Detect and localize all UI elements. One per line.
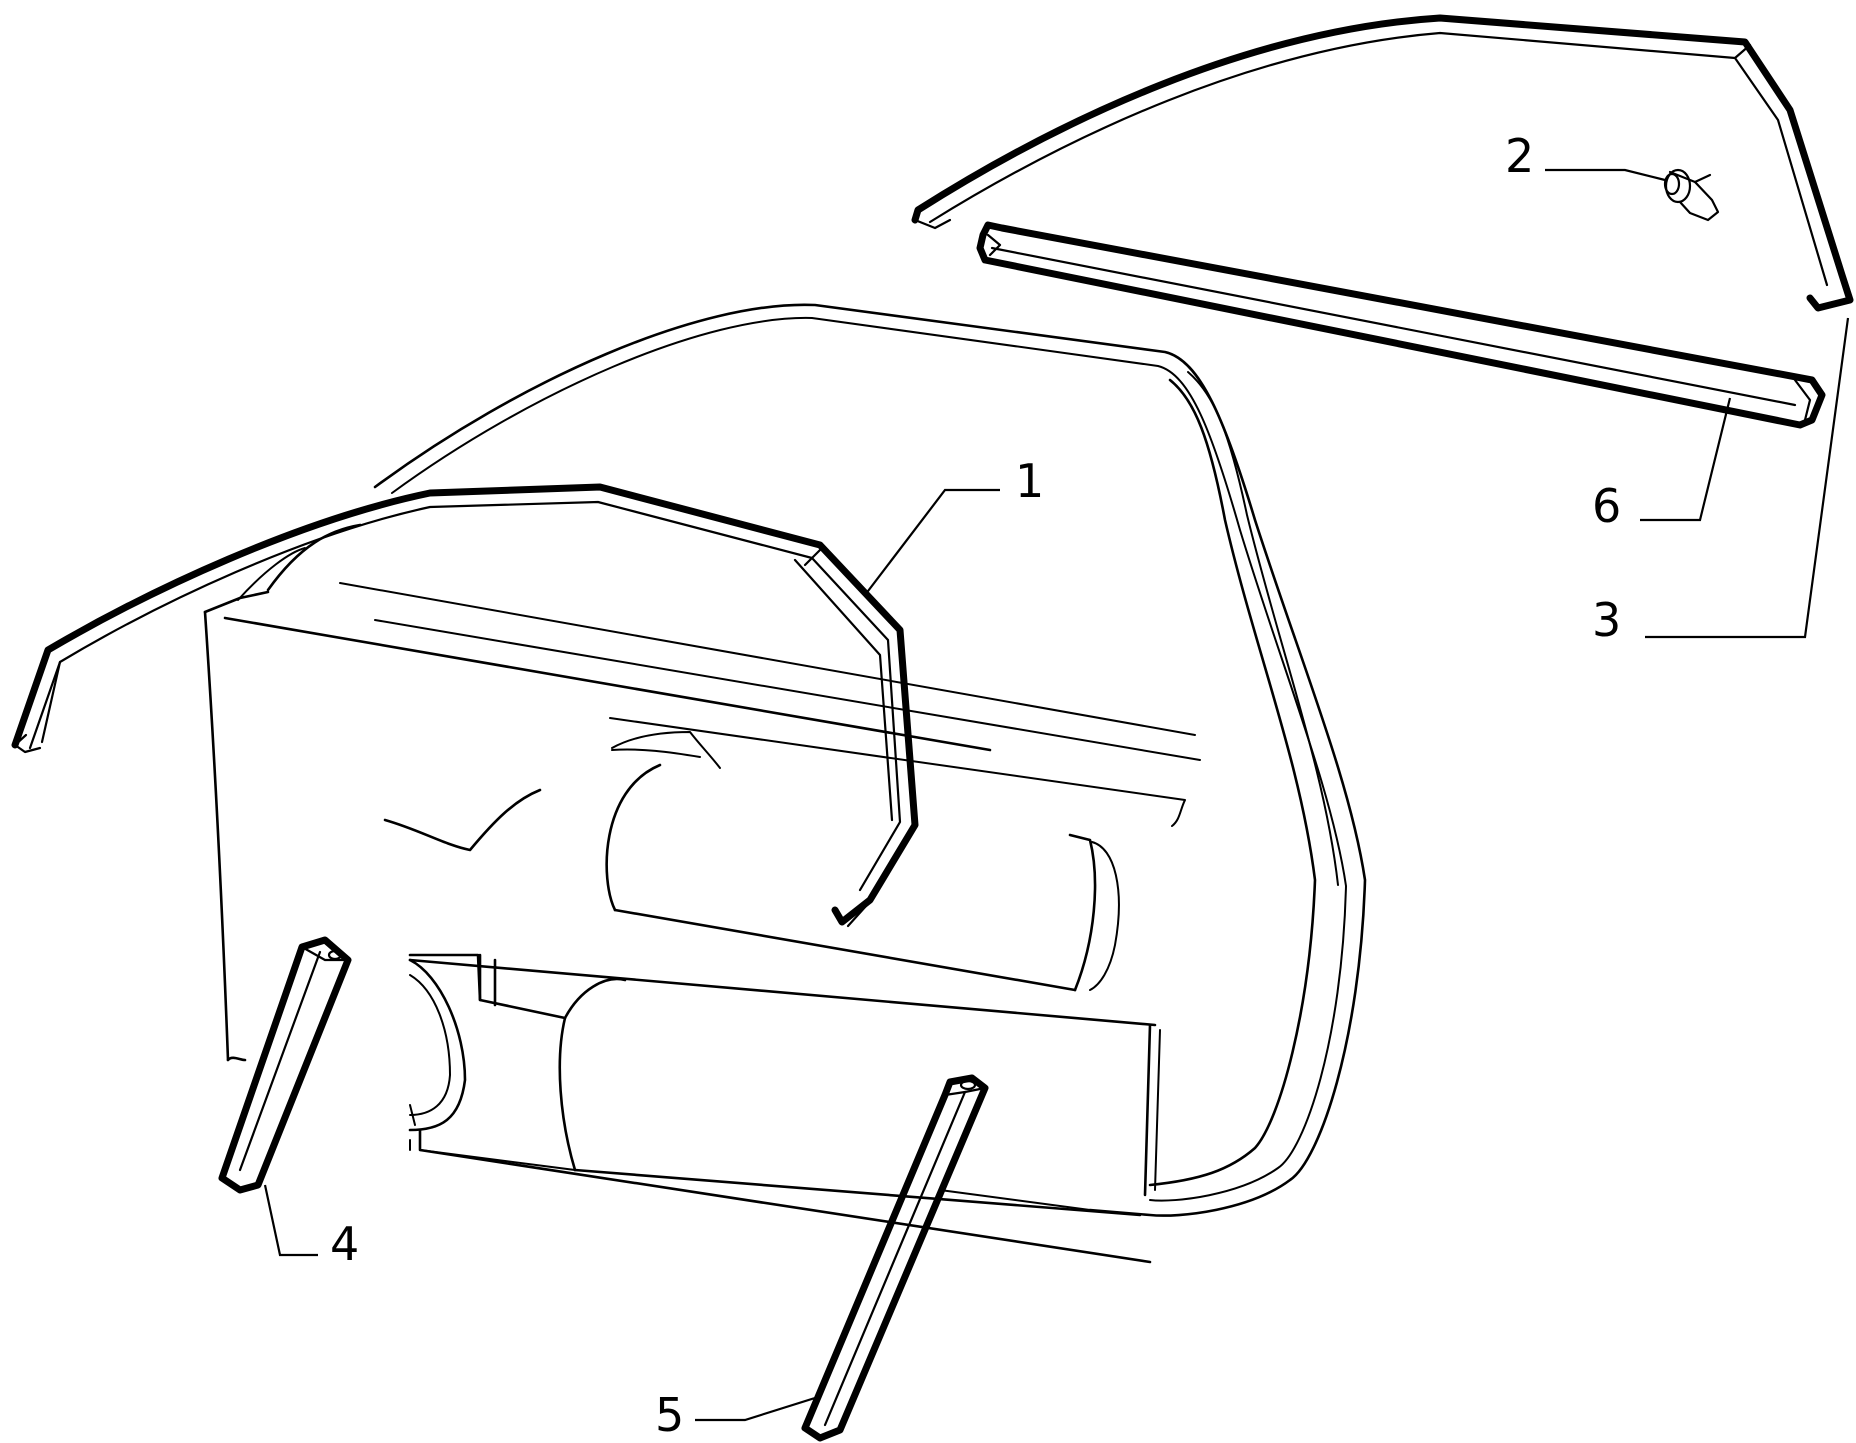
part-5-lower-rear-strip bbox=[801, 1074, 989, 1442]
callout-1: 1 bbox=[1015, 454, 1044, 508]
leader-4 bbox=[263, 1184, 318, 1257]
leader-1 bbox=[864, 488, 1000, 596]
leader-lines bbox=[263, 168, 1850, 1422]
door-panel bbox=[203, 303, 1367, 1264]
leader-5 bbox=[695, 1396, 816, 1422]
leader-2 bbox=[1545, 168, 1666, 182]
part-6-belt-moulding bbox=[976, 221, 1826, 429]
callout-labels: 1 2 3 4 5 6 bbox=[330, 129, 1621, 1442]
part-2-clip bbox=[1663, 168, 1720, 222]
callout-6: 6 bbox=[1592, 479, 1621, 533]
part-4-lower-front-strip bbox=[218, 936, 352, 1194]
callout-3: 3 bbox=[1592, 593, 1621, 647]
part-1-window-frame-seal bbox=[11, 483, 919, 928]
leader-6 bbox=[1640, 397, 1732, 522]
part-3-upper-door-seal bbox=[911, 14, 1854, 312]
leader-3 bbox=[1645, 317, 1850, 639]
callout-2: 2 bbox=[1505, 129, 1534, 183]
callout-5: 5 bbox=[655, 1388, 684, 1442]
callout-4: 4 bbox=[330, 1217, 359, 1271]
